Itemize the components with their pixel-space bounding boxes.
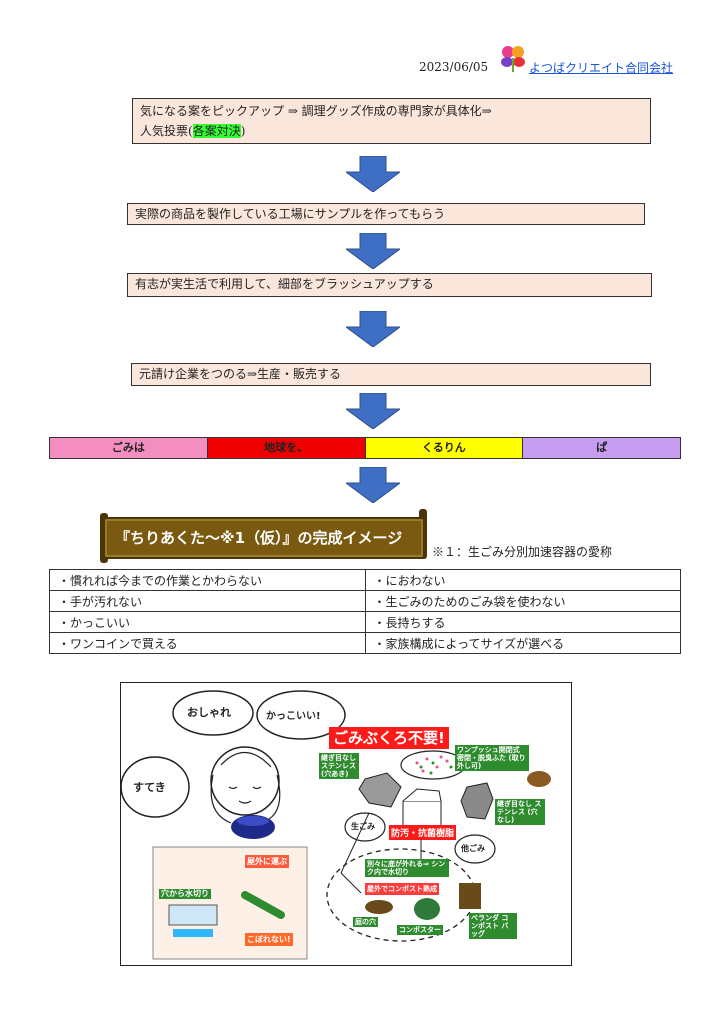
down-arrow-icon — [346, 393, 400, 429]
slogan-segment-4: ぱ — [523, 438, 680, 458]
down-arrow-icon — [346, 467, 400, 503]
feature-cell: ・かっこいい — [49, 611, 366, 633]
inset-label-carry-out: 屋外に運ぶ — [245, 855, 289, 868]
slogan-segment-1: ごみは — [50, 438, 208, 458]
label-raw-garbage: 生ごみ — [351, 822, 375, 831]
tag-garden-hole: 庭の穴 — [353, 917, 378, 927]
table-row: ・手が汚れない・生ごみのためのごみ袋を使わない — [49, 590, 681, 612]
tag-outdoor-compost: 屋外でコンポスト熟成 — [365, 883, 439, 895]
footnote: ※１：生ごみ分別加速容器の愛称 — [432, 545, 613, 559]
flow-step-1-line-1: 気になる案をピックアップ ⇒ 調理グッズ作成の専門家が具体化⇒ — [140, 104, 492, 118]
inset-label-drain: 穴から水切り — [159, 889, 211, 899]
headline-no-bags: ごみぶくろ不要! — [329, 727, 449, 749]
flow-step-1-suffix: ) — [240, 124, 246, 138]
slogan-segment-3: くるりん — [365, 438, 524, 458]
tag-steel-holes: 継ぎ目なし ステンレス (穴あき) — [319, 753, 359, 779]
slogan-segment-2: 地球を、 — [207, 438, 366, 458]
feature-cell: ・手が汚れない — [49, 590, 366, 612]
inset-label-no-spill: こぼれない! — [245, 933, 293, 946]
document-date: 2023/06/05 — [419, 60, 489, 74]
table-row: ・かっこいい・長持ちする — [49, 611, 681, 633]
bubble-cool: かっこいい! — [266, 711, 321, 722]
bubble-lovely: すてき — [133, 781, 166, 794]
feature-cell: ・生ごみのためのごみ袋を使わない — [364, 590, 681, 612]
flow-step-2: 実際の商品を製作している工場にサンプルを作ってもらう — [127, 203, 645, 225]
concept-illustration: おしゃれ かっこいい! すてき ごみぶくろ不要! 継ぎ目なし ステンレス (穴あ… — [120, 682, 572, 966]
tag-steel-plain: 継ぎ目なし ステンレス (穴なし) — [495, 799, 545, 825]
features-table: ・慣れれば今までの作業とかわらない・におわない ・手が汚れない・生ごみのためのご… — [49, 569, 681, 654]
feature-cell: ・慣れれば今までの作業とかわらない — [49, 569, 366, 591]
slogan-bar: ごみは 地球を、 くるりん ぱ — [49, 437, 681, 459]
flow-step-4: 元請け企業をつのる⇒生産・販売する — [131, 363, 651, 386]
highlight-each-proposal: 各案対決 — [192, 124, 241, 138]
tag-lid: ワンプッシュ開閉式 密閉・脱臭ふた (取り外し可) — [455, 745, 529, 771]
flow-step-1: 気になる案をピックアップ ⇒ 調理グッズ作成の専門家が具体化⇒ 人気投票(各案対… — [132, 98, 651, 144]
tag-resin: 防汚・抗菌樹脂 — [389, 825, 457, 840]
tag-veranda-bag: ベランダ コンポスト バッグ — [469, 913, 517, 939]
tag-bottom-removable: 別々に底が外れる⇒ シンク内で水切り — [365, 859, 449, 877]
down-arrow-icon — [346, 156, 400, 192]
bubble-stylish: おしゃれ — [187, 706, 231, 719]
banner-title: 『ちりあくた～※1（仮）』の完成イメージ — [115, 529, 403, 547]
feature-cell: ・におわない — [364, 569, 681, 591]
flow-step-3: 有志が実生活で利用して、細部をブラッシュアップする — [127, 273, 652, 297]
down-arrow-icon — [346, 233, 400, 269]
down-arrow-icon — [346, 311, 400, 347]
table-row: ・ワンコインで買える・家族構成によってサイズが選べる — [49, 632, 681, 654]
feature-cell: ・家族構成によってサイズが選べる — [364, 632, 681, 654]
table-row: ・慣れれば今までの作業とかわらない・におわない — [49, 569, 681, 591]
feature-cell: ・長持ちする — [364, 611, 681, 633]
flow-step-1-line-2: 人気投票(各案対決) — [140, 121, 643, 141]
feature-cell: ・ワンコインで買える — [49, 632, 366, 654]
flow-step-1-prefix: 人気投票( — [140, 124, 193, 138]
company-link[interactable]: よつばクリエイト合同会社 — [529, 61, 674, 75]
clover-logo-icon — [501, 46, 525, 72]
label-other-garbage: 他ごみ — [461, 844, 485, 853]
completion-image-banner: 『ちりあくた～※1（仮）』の完成イメージ — [103, 517, 425, 559]
tag-composter: コンポスター — [397, 925, 443, 935]
